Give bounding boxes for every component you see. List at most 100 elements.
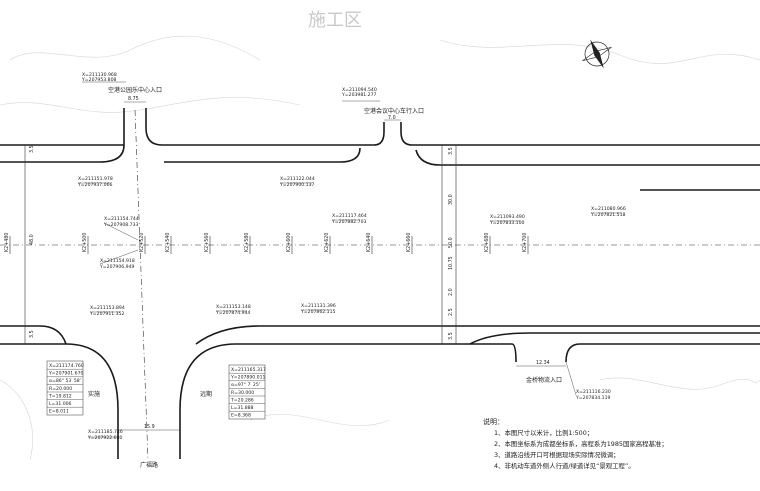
road-inner-top bbox=[0, 144, 125, 163]
station-label: K2+660 bbox=[406, 233, 412, 252]
station-label: K2+620 bbox=[324, 233, 330, 252]
notes-block: 说明： 1、本图尺寸以米计，比例1:500； 2、本图坐标系为成都坐标系，高程系… bbox=[483, 417, 668, 470]
table-row: L=31.006 bbox=[49, 401, 72, 407]
svg-text:X=211154.744: X=211154.744 bbox=[104, 216, 139, 222]
coord-callout: X=211154.744 Y=207908.733 bbox=[103, 216, 139, 241]
table-row: E=8.011 bbox=[49, 409, 69, 415]
station-label: K2+560 bbox=[204, 233, 210, 252]
note-item: 4、非机动车道外侧人行道/绿道详见“景观工程”。 bbox=[494, 461, 635, 470]
note-item: 3、道路沿线开口可根据现场实际情况微调； bbox=[494, 450, 620, 459]
road-edge-bottom bbox=[179, 343, 517, 459]
svg-text:Y=203981.277: Y=203981.277 bbox=[341, 92, 376, 98]
svg-text:Y=207834.119: Y=207834.119 bbox=[575, 395, 610, 401]
table-row: Y=207890.011 bbox=[230, 375, 265, 381]
coord-callout: X=211151.978 Y=207937.066 bbox=[77, 176, 113, 188]
station-label: K2+680 bbox=[484, 233, 490, 252]
road-edge-bottom bbox=[65, 343, 119, 459]
svg-text:X=211185.746: X=211185.746 bbox=[88, 429, 123, 435]
contour-line bbox=[9, 35, 261, 61]
coord-callout: X=211153.148 Y=207874.944 bbox=[215, 304, 251, 316]
note-item: 1、本图尺寸以米计，比例1:500； bbox=[494, 428, 593, 437]
svg-text:Y=207922.680: Y=207922.680 bbox=[87, 435, 122, 441]
contour-line bbox=[599, 377, 760, 390]
road-inner-bottom bbox=[195, 325, 261, 345]
svg-text:Y=207900.137: Y=207900.137 bbox=[279, 182, 314, 188]
svg-text:X=211151.978: X=211151.978 bbox=[78, 176, 113, 182]
dim-south-road: 15.9 bbox=[144, 424, 155, 430]
table-row: α=97° 7′ 25″ bbox=[231, 382, 261, 388]
contour-line bbox=[0, 97, 301, 113]
station-label: K2+700 bbox=[522, 233, 528, 252]
table-row: T=20.286 bbox=[230, 397, 254, 403]
table-row: Y=207901.670 bbox=[48, 371, 83, 377]
svg-text:X=211117.464: X=211117.464 bbox=[332, 213, 367, 219]
label-east-future: 远期 bbox=[200, 390, 212, 398]
coord-callout: X=211094.540 Y=203981.277 bbox=[341, 87, 380, 102]
coord-callout: X=211154.918 Y=207906.949 bbox=[99, 249, 139, 270]
north-arrow-icon bbox=[582, 39, 612, 69]
svg-text:Y=207874.944: Y=207874.944 bbox=[215, 310, 250, 316]
svg-text:X=211153.894: X=211153.894 bbox=[90, 305, 125, 311]
area-title: 施工区 bbox=[308, 10, 362, 31]
svg-text:X=211094.540: X=211094.540 bbox=[342, 87, 377, 93]
main-road bbox=[0, 108, 760, 459]
contour-line bbox=[249, 413, 391, 427]
svg-text:Y=207911.352: Y=207911.352 bbox=[89, 311, 124, 317]
table-row: E=8.368 bbox=[231, 413, 251, 419]
coord-callout: X=211185.746 Y=207922.680 bbox=[87, 429, 123, 441]
station-label: K2+640 bbox=[366, 233, 372, 252]
road-inner-top bbox=[164, 147, 361, 163]
note-item: 2、本图坐标系为成都坐标系，高程系为1985国家高程基准； bbox=[494, 439, 668, 448]
dim-right-a: 30.0 bbox=[448, 194, 454, 205]
coord-callout: X=211117.464 Y=207882.703 bbox=[331, 213, 367, 225]
dim-south-entrance: 12.34 bbox=[536, 360, 550, 366]
svg-text:Y=207953.808: Y=207953.808 bbox=[81, 77, 116, 83]
coord-callout: X=211130.968 Y=207953.808 bbox=[81, 72, 126, 83]
svg-text:X=211122.044: X=211122.044 bbox=[280, 176, 315, 182]
svg-text:Y=207882.703: Y=207882.703 bbox=[331, 219, 366, 225]
table-row: X=211174.760 bbox=[49, 363, 84, 369]
label-amusement-entrance: 空港公园乐中心入口 bbox=[108, 86, 162, 94]
svg-text:Y=207833.100: Y=207833.100 bbox=[489, 220, 524, 226]
terrain-contours bbox=[0, 35, 760, 461]
road-edge-top bbox=[145, 108, 385, 146]
coord-callout: X=211080.966 Y=207821.518 bbox=[590, 206, 626, 218]
notes-heading: 说明： bbox=[483, 417, 504, 426]
dim-right-top: 3.5 bbox=[448, 147, 454, 155]
table-row: T=19.812 bbox=[48, 393, 72, 399]
label-west-implemented: 实施 bbox=[88, 390, 100, 398]
station-label: K2+600 bbox=[286, 233, 292, 252]
dim-left-total: 48.0 bbox=[29, 234, 35, 245]
svg-text:Y=207908.733: Y=207908.733 bbox=[103, 222, 138, 228]
svg-text:X=211080.966: X=211080.966 bbox=[591, 206, 626, 212]
label-south-entrance: 金桥物流入口 bbox=[526, 376, 562, 384]
table-row: R=20.000 bbox=[49, 386, 72, 392]
svg-text:X=211154.918: X=211154.918 bbox=[100, 258, 135, 264]
road-edge-bottom bbox=[565, 343, 760, 363]
dim-amusement-entrance: 8.75 bbox=[128, 96, 139, 102]
table-row: X=211165.317 bbox=[231, 367, 266, 373]
table-row: R=30.000 bbox=[231, 390, 254, 396]
svg-text:Y=207821.518: Y=207821.518 bbox=[590, 212, 625, 218]
svg-text:Y=207937.066: Y=207937.066 bbox=[77, 182, 112, 188]
road-inner-top bbox=[415, 149, 760, 166]
svg-text:Y=207906.949: Y=207906.949 bbox=[99, 264, 134, 270]
table-row: L=31.888 bbox=[231, 405, 254, 411]
station-label: K2+580 bbox=[244, 233, 250, 252]
station-label: K2+540 bbox=[165, 233, 171, 252]
dim-right-d: 2.5 bbox=[448, 308, 454, 316]
road-inner-bottom bbox=[469, 332, 760, 345]
svg-text:Y=207862.115: Y=207862.115 bbox=[300, 309, 335, 315]
label-south-road: 广福路 bbox=[140, 461, 158, 469]
svg-text:X=211153.148: X=211153.148 bbox=[216, 304, 251, 310]
dim-left-bottom: 3.5 bbox=[29, 330, 35, 338]
dim-right-c: 2.0 bbox=[448, 288, 454, 296]
side-road-centreline bbox=[134, 109, 149, 461]
contour-line bbox=[0, 379, 33, 461]
svg-text:X=211093.490: X=211093.490 bbox=[490, 214, 525, 220]
dim-right-bottom: 3.5 bbox=[448, 332, 454, 340]
dim-convention-entrance: 7.0 bbox=[388, 115, 396, 121]
table-row: α=86° 53′ 58″ bbox=[49, 378, 82, 384]
